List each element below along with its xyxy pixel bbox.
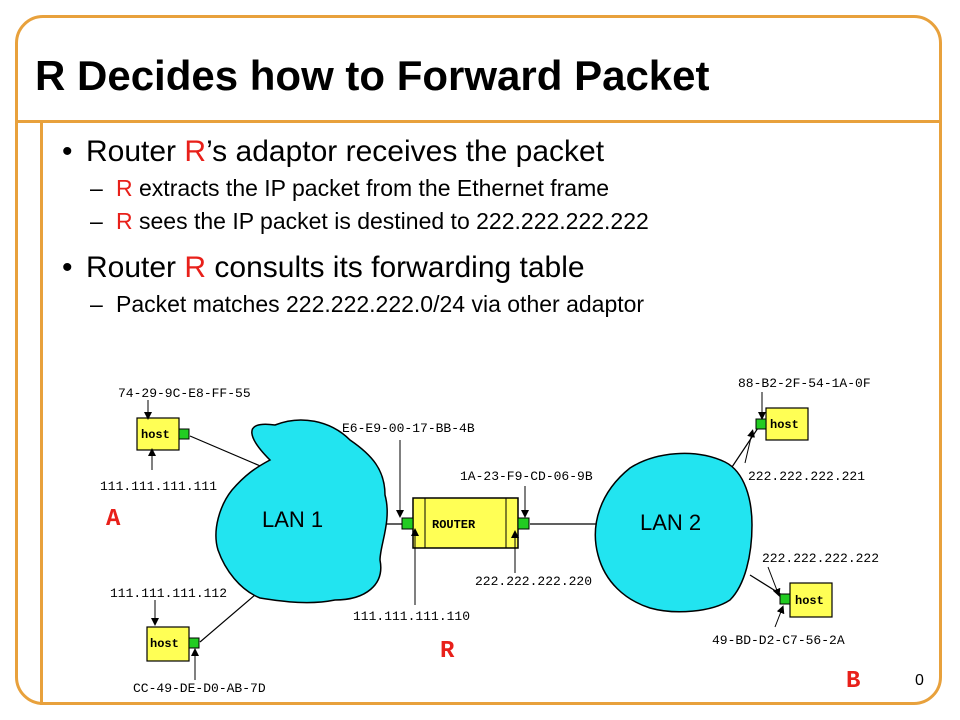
lan1-cloud — [215, 419, 388, 604]
subbullet-destined: –R sees the IP packet is destined to 222… — [62, 205, 932, 238]
host-c-adaptor — [188, 637, 200, 649]
host-label: host — [795, 594, 824, 608]
router-node: ROUTER — [412, 497, 519, 549]
host-label: host — [770, 418, 799, 432]
bullet-dot-icon: • — [62, 135, 73, 168]
host-label: host — [150, 637, 179, 651]
slide-frame — [15, 15, 942, 705]
ip-router-right: 222.222.222.220 — [475, 574, 592, 589]
title-divider — [15, 120, 942, 123]
ip-router-left: 111.111.111.110 — [353, 609, 470, 624]
bullet-dot-icon: • — [62, 251, 73, 284]
host-top-right: host — [755, 407, 809, 441]
bullet-consults-table: •Router R consults its forwarding table — [62, 248, 932, 288]
slide-number: 0 — [915, 672, 924, 689]
dash-icon: – — [90, 175, 103, 201]
dash-icon: – — [90, 291, 103, 317]
host-a: host — [136, 417, 190, 451]
dash-icon: – — [90, 208, 103, 234]
letter-r: R — [440, 638, 455, 665]
host-b-adaptor — [779, 593, 791, 605]
lan1-label: LAN 1 — [262, 507, 323, 532]
host-a-adaptor — [178, 428, 190, 440]
subbullet-extracts: –R extracts the IP packet from the Ether… — [62, 172, 932, 205]
bullet-adaptor-receives: •Router R’s adaptor receives the packet — [62, 132, 932, 172]
subbullet-matches: –Packet matches 222.222.222.0/24 via oth… — [62, 288, 932, 321]
letter-a: A — [106, 506, 121, 533]
mac-router-left: E6-E9-00-17-BB-4B — [342, 421, 475, 436]
letter-b: B — [846, 668, 860, 695]
router-label: ROUTER — [432, 518, 476, 532]
host-b: host — [779, 582, 833, 618]
router-right-adaptor — [517, 517, 530, 530]
bullet-list: •Router R’s adaptor receives the packet … — [62, 132, 932, 321]
slide-title: R Decides how to Forward Packet — [35, 52, 710, 99]
host-label: host — [141, 428, 170, 442]
host-top-right-adaptor — [755, 418, 767, 430]
ip-host-c: 111.111.111.112 — [110, 586, 227, 601]
mac-host-b: 49-BD-D2-C7-56-2A — [712, 633, 845, 648]
ip-host-top-right: 222.222.222.221 — [748, 469, 865, 484]
ip-host-b: 222.222.222.222 — [762, 551, 879, 566]
mac-router-right: 1A-23-F9-CD-06-9B — [460, 469, 593, 484]
lan2-cloud — [594, 452, 753, 613]
mac-host-top-right: 88-B2-2F-54-1A-0F — [738, 376, 871, 391]
mac-host-a: 74-29-9C-E8-FF-55 — [118, 386, 251, 401]
lan2-label: LAN 2 — [640, 510, 701, 535]
router-left-adaptor — [401, 517, 414, 530]
side-divider — [40, 120, 43, 705]
mac-host-c: CC-49-DE-D0-AB-7D — [133, 681, 266, 696]
ip-host-a: 111.111.111.111 — [100, 479, 217, 494]
host-c: host — [146, 626, 200, 662]
